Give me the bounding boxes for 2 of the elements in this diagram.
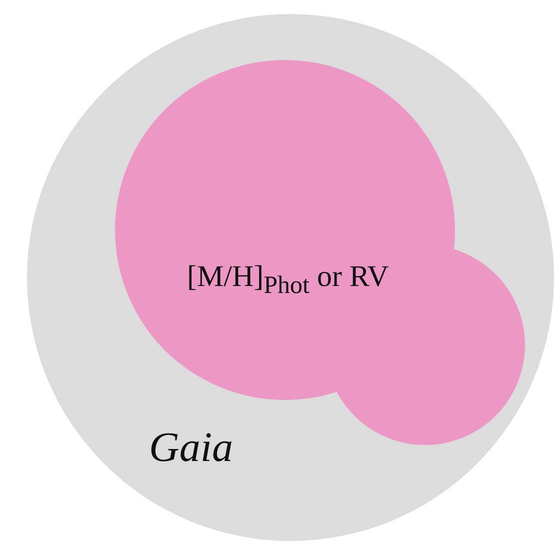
- subset-label: [M/H]$_{Phot}$ or RV: [187, 260, 389, 300]
- set-label: Gaia: [149, 424, 233, 472]
